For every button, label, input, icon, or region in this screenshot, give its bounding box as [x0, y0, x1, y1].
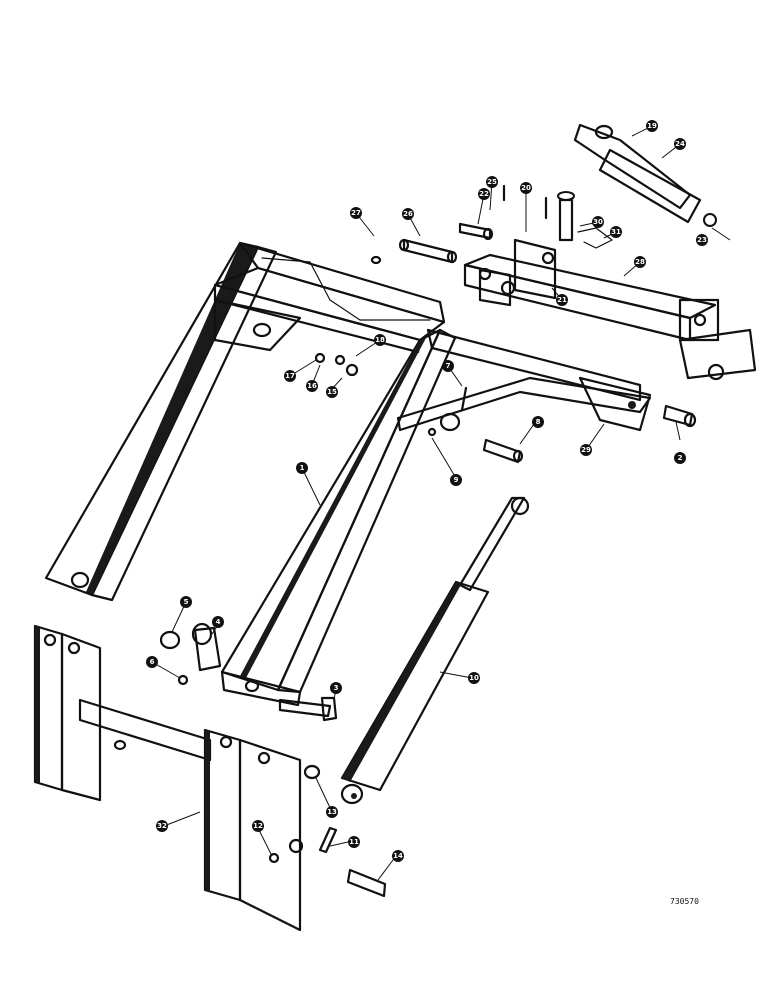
svg-text:23: 23 — [697, 236, 707, 244]
callout-13: 13 — [326, 806, 338, 818]
svg-text:22: 22 — [479, 190, 489, 198]
callout-19: 19 — [646, 120, 658, 132]
callout-11: 11 — [348, 836, 360, 848]
callout-4: 4 — [212, 616, 224, 628]
callout-30: 30 — [592, 216, 604, 228]
svg-text:11: 11 — [349, 838, 359, 846]
attachment-bracket — [463, 238, 757, 381]
callout-28: 28 — [634, 256, 646, 268]
svg-text:9: 9 — [454, 476, 459, 484]
callout-23: 23 — [696, 234, 708, 246]
svg-text:4: 4 — [216, 618, 221, 626]
svg-text:24: 24 — [675, 140, 685, 148]
callout-31: 31 — [610, 226, 622, 238]
callout-9: 9 — [450, 474, 462, 486]
callout-32: 32 — [156, 820, 168, 832]
hardware — [159, 184, 613, 898]
callout-12: 12 — [252, 820, 264, 832]
svg-text:8: 8 — [536, 418, 541, 426]
svg-text:10: 10 — [469, 674, 479, 682]
mounting-frame — [33, 624, 302, 932]
callout-3: 3 — [330, 682, 342, 694]
svg-text:18: 18 — [375, 336, 385, 344]
svg-text:2: 2 — [678, 454, 683, 462]
callout-25: 25 — [486, 176, 498, 188]
callout-16: 16 — [306, 380, 318, 392]
callout-24: 24 — [674, 138, 686, 150]
callout-5: 5 — [180, 596, 192, 608]
svg-text:31: 31 — [611, 228, 621, 236]
callout-14: 14 — [392, 850, 404, 862]
boom-frame — [44, 241, 652, 707]
svg-text:19: 19 — [647, 122, 657, 130]
callout-7: 7 — [442, 360, 454, 372]
upper-cylinder — [573, 123, 717, 227]
svg-text:28: 28 — [635, 258, 645, 266]
svg-text:12: 12 — [253, 822, 263, 830]
svg-text:17: 17 — [285, 372, 295, 380]
svg-text:14: 14 — [393, 852, 403, 860]
svg-text:27: 27 — [351, 209, 361, 217]
svg-text:26: 26 — [403, 210, 413, 218]
callout-27: 27 — [350, 207, 362, 219]
svg-text:15: 15 — [327, 388, 337, 396]
svg-text:29: 29 — [581, 446, 591, 454]
callout-1: 1 — [296, 462, 308, 474]
svg-text:3: 3 — [334, 684, 339, 692]
callout-26: 26 — [402, 208, 414, 220]
svg-text:21: 21 — [557, 296, 567, 304]
callout-8: 8 — [532, 416, 544, 428]
svg-text:32: 32 — [157, 822, 167, 830]
svg-text:1: 1 — [300, 464, 305, 472]
svg-text:16: 16 — [307, 382, 317, 390]
callout-15: 15 — [326, 386, 338, 398]
callout-2: 2 — [674, 452, 686, 464]
callout-22: 22 — [478, 188, 490, 200]
drawing-number: 730570 — [670, 897, 699, 906]
callout-18: 18 — [374, 334, 386, 346]
pins — [398, 191, 697, 464]
svg-text:25: 25 — [487, 178, 497, 186]
callout-20: 20 — [520, 182, 532, 194]
leader-lines — [151, 125, 731, 881]
svg-text:30: 30 — [593, 218, 603, 226]
lift-cylinder — [340, 496, 530, 805]
callout-17: 17 — [284, 370, 296, 382]
callout-21: 21 — [556, 294, 568, 306]
callout-6: 6 — [146, 656, 158, 668]
callout-10: 10 — [468, 672, 480, 684]
svg-text:13: 13 — [327, 808, 337, 816]
svg-text:5: 5 — [184, 598, 189, 606]
svg-text:7: 7 — [446, 362, 451, 370]
callout-29: 29 — [580, 444, 592, 456]
svg-text:20: 20 — [521, 184, 531, 192]
svg-text:6: 6 — [150, 658, 155, 666]
